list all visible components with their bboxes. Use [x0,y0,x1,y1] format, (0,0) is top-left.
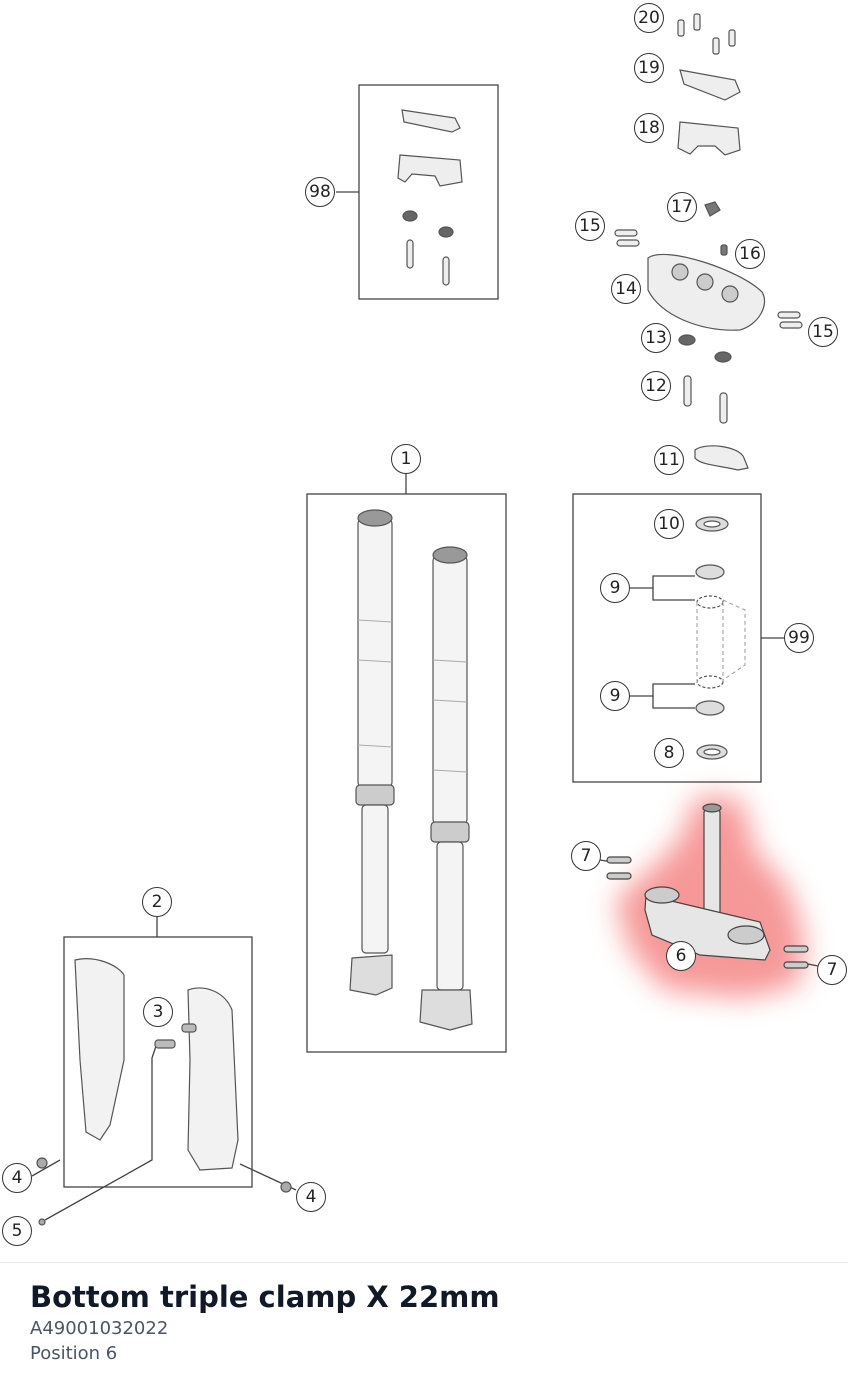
callout-17[interactable]: 17 [667,192,697,222]
part-title: Bottom triple clamp X 22mm [30,1280,500,1314]
callout-7[interactable]: 7 [571,841,601,871]
exploded-parts-diagram [31,13,819,1226]
callout-12[interactable]: 12 [641,371,671,401]
callout-6[interactable]: 6 [666,941,696,971]
callout-1[interactable]: 1 [391,444,421,474]
callout-4[interactable]: 4 [296,1182,326,1212]
callout-20[interactable]: 20 [634,3,664,33]
callout-9[interactable]: 9 [600,681,630,711]
callout-4[interactable]: 4 [2,1163,32,1193]
callout-9[interactable]: 9 [600,573,630,603]
divider [0,1262,848,1263]
callout-2[interactable]: 2 [142,887,172,917]
callout-7[interactable]: 7 [817,955,847,985]
callout-10[interactable]: 10 [654,509,684,539]
part-position: Position 6 [30,1343,118,1364]
callout-99[interactable]: 99 [784,623,814,653]
fork-box-1 [306,493,507,1053]
callout-14[interactable]: 14 [611,274,641,304]
callout-19[interactable]: 19 [634,53,664,83]
callout-11[interactable]: 11 [654,445,684,475]
callout-13[interactable]: 13 [641,323,671,353]
part-number: A49001032022 [30,1318,169,1339]
part-info-panel: Bottom triple clamp X 22mm A49001032022 … [30,1278,828,1366]
callout-15[interactable]: 15 [575,211,605,241]
fork-guard-box-2 [63,936,253,1188]
callout-15[interactable]: 15 [808,317,838,347]
callout-3[interactable]: 3 [143,997,173,1027]
callout-18[interactable]: 18 [634,113,664,143]
callout-5[interactable]: 5 [2,1216,32,1246]
callout-98[interactable]: 98 [305,177,335,207]
callout-8[interactable]: 8 [654,738,684,768]
callout-16[interactable]: 16 [735,239,765,269]
